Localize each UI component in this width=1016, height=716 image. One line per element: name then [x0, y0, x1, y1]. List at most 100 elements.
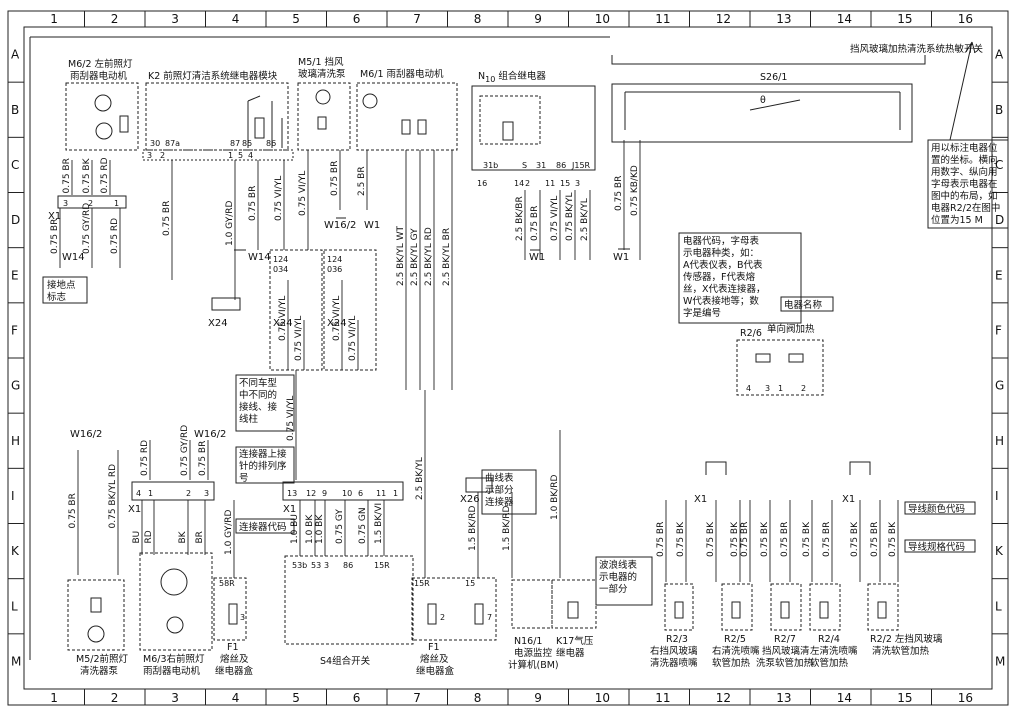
- r2-4-line2: 左清洗喷嘴: [810, 645, 858, 657]
- n16-1-line2: 电源监控: [514, 647, 553, 659]
- grid-row-left-E: E: [11, 268, 19, 282]
- wire-n10-0: 2.5 BK/BR: [515, 196, 525, 241]
- x1-s4-pin-0: 13: [287, 489, 297, 498]
- s4-pin-4: 15R: [374, 561, 390, 570]
- wire-right-11: 0.75 BK: [888, 521, 898, 557]
- n16-1-line1: N16/1: [514, 636, 542, 647]
- wavy-callout-3: 一部分: [599, 583, 628, 595]
- k2-top-pin-0: 30: [150, 139, 160, 148]
- m6-3-name-line2: 雨刮器电动机: [143, 665, 201, 677]
- x1-s4-pin-3: 10: [342, 489, 352, 498]
- variant-callout-4: 线柱: [239, 413, 259, 425]
- wire-right-1: 0.75 BK: [676, 521, 686, 557]
- r2-6-code: R2/6: [740, 328, 762, 339]
- n10-bot-pin-1: 14: [514, 179, 524, 188]
- n10-bot-pin-5: 3: [575, 179, 580, 188]
- k2-bot-pin-1: 2: [160, 151, 165, 160]
- n16-1-line3: 计算机(BM): [508, 659, 559, 671]
- grid-col-bottom-4: 4: [232, 691, 240, 705]
- grid-row-left-C: C: [11, 158, 19, 172]
- s4-pin-1: 53: [311, 561, 321, 570]
- x24-left-label: X24: [208, 318, 228, 329]
- x1-mid-pin-0: 4: [136, 489, 141, 498]
- k17-line2: 继电器: [556, 647, 585, 659]
- k2-bot-pin-4: 4: [248, 151, 253, 160]
- f1-mid-line3: 继电器盒: [416, 665, 455, 677]
- m6-2-name-line1: M6/2 左前照灯: [68, 58, 133, 70]
- grid-col-top-1: 1: [50, 12, 58, 26]
- wire-right-9: 0.75 BK: [850, 521, 860, 557]
- w14-mid-label: W14: [248, 252, 271, 263]
- k2-name: K2 前照灯清洁系统继电器模块: [148, 70, 278, 82]
- wire-i-left-0: 0.75 BR: [68, 493, 78, 528]
- grid-frame: [7, 10, 1009, 706]
- pin-order-callout-3: 号: [239, 473, 249, 484]
- code-callout-7: 字是编号: [683, 307, 721, 319]
- m6-1-name: M6/1 雨刮器电动机: [360, 68, 444, 80]
- grid-col-top-7: 7: [413, 12, 421, 26]
- m5-2-name-line1: M5/2前照灯: [76, 653, 128, 665]
- wire-k2-30: 0.75 BR: [162, 201, 172, 236]
- r2-4-line3: 软管加热: [810, 657, 849, 669]
- r2-6-name: 单向阀加热: [767, 323, 815, 335]
- grid-col-bottom-3: 3: [171, 691, 179, 705]
- k2-top-pin-4: 86: [266, 139, 276, 148]
- grid-row-left-G: G: [11, 379, 20, 393]
- wire-h-row-2: 0.75 BR: [198, 441, 208, 476]
- grid-col-bottom-7: 7: [413, 691, 421, 705]
- r2-4-line1: R2/4: [818, 634, 840, 645]
- n10-name: N10 组合继电器: [478, 70, 546, 84]
- coord-callout-3: 用数字、纵向用: [931, 166, 998, 178]
- wire-right-5: 0.75 BK: [760, 521, 770, 557]
- grid-row-left-K: K: [11, 544, 20, 558]
- x1-s4-pin-6: 1: [393, 489, 398, 498]
- s4-name: S4组合开关: [320, 655, 371, 667]
- n10-bot-pin-3: 11: [545, 179, 555, 188]
- coord-callout-6: 电器R2/2在图中: [931, 202, 1000, 214]
- wire-x26-0: 1.5 BK/RD: [468, 505, 478, 551]
- wire-c124a-1: 0.75 VI/YL: [294, 316, 304, 361]
- grid-row-right-B: B: [995, 103, 1003, 117]
- f1-left-line1: F1: [227, 642, 239, 653]
- r2-7-line2: 挡风玻璃清: [762, 645, 810, 657]
- r2-3-line2: 右挡风玻璃: [650, 645, 698, 657]
- grid-row-left-I: I: [11, 489, 15, 503]
- x1-mid-pin-2: 2: [186, 489, 191, 498]
- r2-6-pin-3: 2: [801, 384, 806, 393]
- coord-callout-7: 位置为15 M: [931, 214, 983, 226]
- r2-5-line3: 软管加热: [712, 657, 751, 669]
- curve-callout-1: 曲线表: [485, 472, 514, 484]
- x1-s4-label: X1: [283, 504, 296, 515]
- f1-mid-line1: F1: [428, 642, 440, 653]
- k2-top-pin-2: 87: [230, 139, 240, 148]
- s4-pin-0: 53b: [292, 561, 307, 570]
- s4-pin-3: 86: [343, 561, 353, 570]
- wire-s4-5: 1.5 BK/VI: [374, 503, 384, 544]
- grid-row-right-F: F: [995, 323, 1002, 337]
- grid-col-bottom-13: 13: [776, 691, 791, 705]
- wire-f1l: 1.0 GY/RD: [224, 510, 234, 555]
- m5-2-name-line2: 清洗器泵: [80, 665, 119, 677]
- r2-6-pin-0: 4: [746, 384, 751, 393]
- s26-1-name: S26/1: [760, 72, 787, 83]
- conn-code-callout: 连接器代码: [239, 521, 287, 533]
- k2-bot-pin-2: 1: [228, 151, 233, 160]
- wire-x1-left-0: 0.75 BR: [50, 219, 60, 254]
- wire-right-7: 0.75 BK: [802, 521, 812, 557]
- m6-2-name-line2: 雨刮器电动机: [70, 70, 128, 82]
- x1-left-label: X1: [48, 211, 61, 222]
- wire-k2-86: 0.75 VI/YL: [274, 176, 284, 221]
- r2-7-line3: 洗泵软管加热: [756, 657, 814, 669]
- wire-n16: 1.0 BK/RD: [550, 474, 560, 520]
- grid-row-left-D: D: [11, 213, 20, 227]
- k2-top-pin-1: 87a: [165, 139, 180, 148]
- w1-a-label: W1: [364, 220, 380, 231]
- x1-s4-pin-1: 12: [306, 489, 316, 498]
- grid-col-top-12: 12: [716, 12, 731, 26]
- wire-m51-b: 0.75 BR: [330, 161, 340, 196]
- wire-m62-2: 0.75 RD: [100, 157, 110, 193]
- code-callout-3: A代表仪表，B代表: [683, 259, 763, 271]
- name-callout: 电器名称: [784, 299, 823, 311]
- ground-callout-2: 标志: [47, 291, 66, 303]
